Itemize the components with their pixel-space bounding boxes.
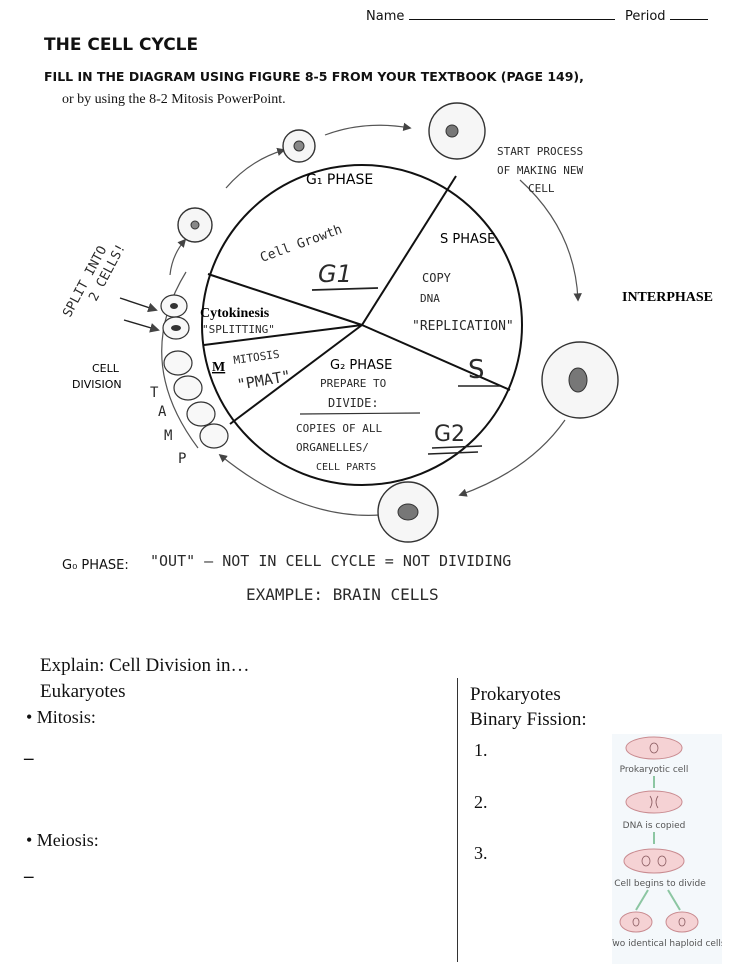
mitosis-item: • Mitosis: [26, 707, 96, 727]
name-field[interactable]: Name [366, 9, 615, 24]
split-arrow-2 [123, 319, 160, 333]
fission-arrow-3b [667, 889, 681, 911]
cycle-circle [201, 164, 523, 486]
fission-step-3: 3. [474, 843, 488, 863]
fission-cell-3 [623, 848, 685, 874]
g2-note-underline [299, 412, 421, 415]
explain-heading: Explain: Cell Division in… [40, 655, 250, 676]
g2-answer: G2 [434, 422, 465, 447]
cell-left [177, 207, 213, 243]
name-blank [408, 19, 615, 20]
fission-label-2: DNA is copied [623, 821, 686, 831]
fission-cell-2 [625, 790, 683, 814]
g2-note-3: COPIES OF ALL [296, 422, 382, 435]
cell-top-right [428, 102, 486, 160]
cell-right [541, 341, 619, 419]
s-note-2: DNA [420, 292, 440, 305]
instruction-text: FILL IN THE DIAGRAM USING FIGURE 8-5 FRO… [44, 69, 584, 84]
cell-division-label-2: DIVISION [72, 378, 122, 391]
mitosis-note-2: "PMAT" [236, 367, 292, 394]
divider-g1-s [361, 175, 457, 326]
tamp-t: T [150, 385, 159, 401]
g2-note-1: PREPARE TO [320, 377, 386, 390]
g1-answer-underline [311, 287, 379, 291]
arrow-top [324, 122, 412, 136]
period-field[interactable]: Period [625, 9, 708, 24]
binary-fission-heading: Binary Fission: [470, 709, 587, 730]
period-label: Period [625, 9, 666, 24]
cell-division-stack [160, 294, 229, 449]
tamp-m: M [164, 428, 172, 444]
eukaryotes-heading: Eukaryotes [40, 681, 126, 702]
start-note-2: OF MAKING NEW [497, 164, 583, 177]
interphase-label: INTERPHASE [622, 290, 713, 305]
s-answer: S [468, 355, 485, 385]
s-note-1: COPY [422, 271, 452, 285]
fission-dna-1 [649, 742, 659, 754]
instruction-subtext: or by using the 8-2 Mitosis PowerPoint. [62, 92, 286, 107]
g0-label: G₀ PHASE: [62, 558, 129, 573]
period-blank [669, 19, 708, 20]
column-divider [457, 678, 458, 962]
g2-note-5: CELL PARTS [316, 462, 376, 473]
g2-label: G₂ PHASE [330, 358, 392, 373]
arrow-g1-top [225, 147, 286, 189]
fission-dna-3b [657, 855, 667, 867]
s-label: S PHASE [440, 232, 495, 247]
g1-answer: G1 [318, 260, 352, 288]
divider-s-g2 [361, 324, 511, 391]
arrow-bottom [218, 453, 381, 516]
worksheet-title: THE CELL CYCLE [44, 35, 199, 55]
tamp-p: P [178, 451, 186, 467]
split-arrow-1 [119, 297, 158, 313]
fission-step-1: 1. [474, 740, 488, 760]
arrow-right [519, 179, 582, 302]
cell-top [282, 129, 316, 163]
cell-cycle-diagram: G₁ PHASE Cell Growth G1 S PHASE COPY DNA… [60, 102, 713, 543]
tamp-a: A [158, 404, 167, 420]
arrow-cell-division-arc [161, 271, 199, 449]
fission-cell-1 [625, 736, 683, 760]
cell-nucleus-1 [170, 303, 178, 309]
meiosis-dash: – [24, 866, 34, 887]
meiosis-item: • Meiosis: [26, 830, 99, 850]
g0-example: EXAMPLE: BRAIN CELLS [246, 585, 439, 604]
start-note-1: START PROCESS [497, 145, 583, 158]
divider-g2-m [229, 324, 363, 425]
cell-division-label-1: CELL [92, 362, 120, 375]
g2-answer-underline-1 [431, 445, 483, 449]
start-note-3: CELL [528, 182, 555, 195]
mitosis-note-1: MITOSIS [233, 348, 281, 367]
arrow-lower-right [458, 419, 566, 497]
g2-answer-underline-2 [427, 451, 479, 455]
fission-cell-4b [665, 911, 699, 933]
mitosis-label: M [212, 360, 225, 375]
s-note-3: "REPLICATION" [412, 319, 514, 334]
binary-fission-figure: Prokaryotic cell DNA is copied Cell begi… [612, 734, 722, 964]
arrow-left [169, 238, 187, 276]
cytokinesis-note: "SPLITTING" [202, 323, 275, 336]
g0-answer: "OUT" – NOT IN CELL CYCLE = NOT DIVIDING [150, 552, 512, 570]
g2-note-2: DIVIDE: [328, 396, 379, 410]
g2-note-4: ORGANELLES/ [296, 441, 369, 454]
cell-nucleus-2 [171, 325, 181, 331]
mitosis-dash: – [24, 748, 34, 769]
fission-label-1: Prokaryotic cell [620, 765, 689, 775]
name-label: Name [366, 9, 405, 24]
fission-label-3: Cell begins to divide [614, 879, 706, 889]
cell-bottom [377, 481, 439, 543]
g1-label: G₁ PHASE [306, 172, 373, 188]
divider-cyto-g1 [207, 273, 363, 326]
fission-cell-4a [619, 911, 653, 933]
fission-label-4: Two identical haploid cells [612, 939, 722, 949]
fission-dna-2 [649, 795, 659, 809]
fission-dna-3a [641, 855, 651, 867]
prokaryotes-heading: Prokaryotes [470, 684, 561, 705]
divider-m-cyto [203, 324, 363, 346]
fission-step-2: 2. [474, 792, 488, 812]
cytokinesis-label: Cytokinesis [200, 306, 270, 321]
fission-arrow-3a [635, 889, 649, 911]
